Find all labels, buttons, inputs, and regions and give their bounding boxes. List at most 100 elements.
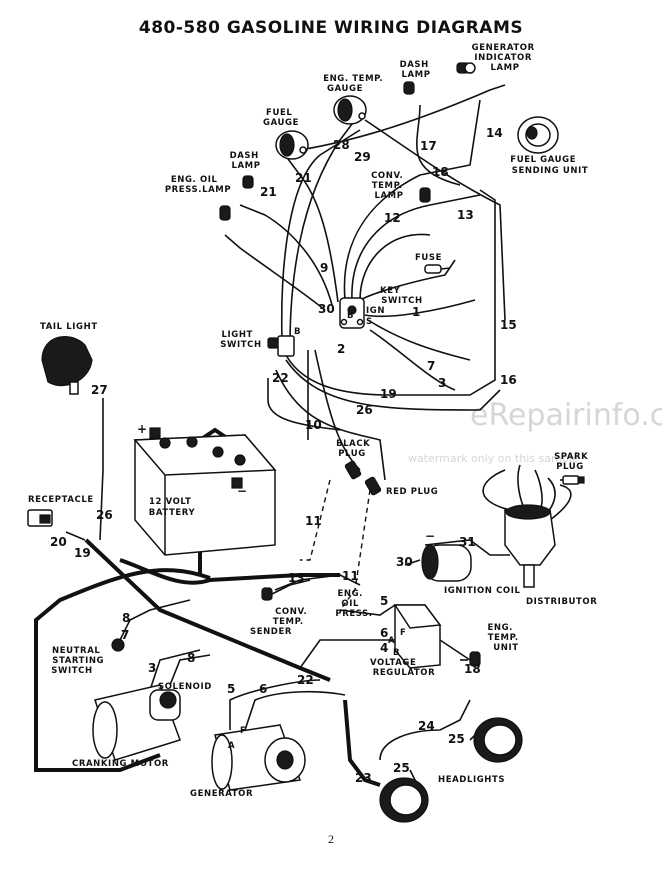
eng-temp-unit-label: ENG. TEMP. UNIT	[487, 623, 522, 653]
battery-icon	[133, 427, 277, 556]
wire-number: 23	[355, 771, 372, 785]
wire-number: 25	[393, 761, 410, 775]
cranking-motor-label: CRANKING MOTOR	[72, 759, 169, 769]
wire-number: 22	[297, 673, 314, 687]
red-plug-icon	[364, 476, 382, 496]
battery-positive-sign: +	[137, 422, 147, 436]
wire-number: 4	[380, 641, 388, 655]
wire-number: 19	[74, 546, 91, 560]
coil-negative-sign: −	[425, 529, 435, 543]
eng-temp-unit-icon	[469, 651, 481, 667]
headlight-right-icon	[473, 717, 523, 763]
dash-lamp-left-label: DASH LAMP	[230, 151, 263, 171]
distributor-label: DISTRIBUTOR	[526, 597, 597, 607]
wire-number: 10	[305, 418, 322, 432]
spark-plug-label: SPARK PLUG	[554, 452, 592, 472]
wire-number: 22	[272, 371, 289, 385]
black-plug-label: BLACK PLUG	[336, 439, 374, 459]
generator-indicator-lamp-icon	[456, 62, 476, 74]
fuel-gauge-icon	[275, 130, 309, 160]
wire-number: 12	[384, 211, 401, 225]
wire-number: 21	[295, 171, 312, 185]
conv-temp-lamp-icon	[419, 187, 431, 203]
terminal-letters: B S B F A B A F + − −	[137, 311, 435, 751]
wire-number: 9	[320, 261, 328, 275]
headlight-left-icon	[379, 777, 429, 823]
wire-number: 5	[380, 594, 388, 608]
fuse-label: FUSE	[415, 253, 442, 263]
wire-number: 28	[333, 138, 350, 152]
wire-number: 6	[380, 626, 388, 640]
fuse-icon	[424, 264, 451, 274]
light-switch-icon	[267, 335, 295, 357]
watermark-text: eRepairinfo.com	[470, 398, 662, 433]
wire-number: 11	[305, 514, 322, 528]
cranking-motor-icon	[92, 684, 181, 761]
wire-number: 6	[259, 682, 267, 696]
wire-number: 15	[500, 318, 517, 332]
wire-number: 7	[427, 359, 435, 373]
voltage-regulator-icon	[393, 604, 442, 669]
wire-number: 27	[91, 383, 108, 397]
wire-number: 8	[122, 611, 130, 625]
light-switch-label: LIGHT SWITCH	[220, 330, 261, 350]
eng-oil-press-lamp-label: ENG. OIL PRESS.LAMP	[165, 175, 231, 195]
eng-oil-press-lamp-icon	[219, 205, 231, 221]
key-switch-icon	[339, 297, 365, 329]
voltage-regulator-label: VOLTAGE REGULATOR	[370, 658, 435, 678]
terminal-gen-f: F	[240, 726, 246, 736]
generator-label: GENERATOR	[190, 789, 253, 799]
component-labels: GENERATOR INDICATOR LAMP DASH LAMP ENG. …	[28, 43, 597, 799]
neutral-starting-switch-label: NEUTRAL STARTING SWITCH	[51, 646, 107, 676]
terminal-reg-b: B	[393, 648, 400, 658]
solenoid-label: SOLENOID	[158, 682, 212, 692]
wire-number: 1	[412, 305, 420, 319]
wire-number: 3	[438, 376, 446, 390]
wire-numbers: 1 2 3 3 4 5 5 6 6 7 7 8 8 9 10 11 11 12 …	[50, 126, 517, 785]
wire-number: 26	[356, 403, 373, 417]
receptacle-icon	[27, 509, 53, 527]
wire-number: 16	[500, 373, 517, 387]
wire-number: 7	[121, 628, 129, 642]
eng-temp-gauge-label: ENG. TEMP. GAUGE	[323, 74, 387, 94]
page-number: 2	[328, 832, 334, 846]
wire-number: 13	[457, 208, 474, 222]
receptacle-label: RECEPTACLE	[28, 495, 94, 505]
conv-temp-sender-label: CONV. TEMP. SENDER	[250, 607, 311, 637]
eng-oil-press-label: ENG. OIL PRESS.	[335, 589, 372, 619]
wire-number: 3	[148, 661, 156, 675]
eng-temp-gauge-icon	[333, 95, 367, 125]
terminal-key-b: B	[347, 311, 354, 321]
fuel-gauge-sending-unit-icon	[517, 116, 559, 154]
wire-number: 19	[380, 387, 397, 401]
wire-number: 18	[464, 662, 481, 676]
terminal-reg-f: F	[400, 628, 406, 638]
page-title: 480-580 GASOLINE WIRING DIAGRAMS	[138, 18, 524, 38]
battery-label: 12 VOLT BATTERY	[149, 497, 196, 518]
wire-number: 5	[227, 682, 235, 696]
ignition-coil-icon	[421, 544, 472, 582]
fuel-gauge-label: FUEL GAUGE	[263, 108, 299, 128]
generator-indicator-lamp-label: GENERATOR INDICATOR LAMP	[472, 43, 539, 73]
battery-negative-sign: −	[237, 484, 247, 498]
distributor-icon	[504, 504, 556, 588]
wire-number: 17	[420, 139, 437, 153]
red-plug-label: RED PLUG	[386, 487, 438, 497]
wire-number: 14	[486, 126, 503, 140]
spark-plug-icon	[562, 475, 585, 485]
wire-number: 30	[396, 555, 413, 569]
ignition-coil-label: IGNITION COIL	[444, 586, 521, 596]
fuel-gauge-sending-unit-label: FUEL GAUGE SENDING UNIT	[510, 155, 588, 176]
wire-number: 26	[96, 508, 113, 522]
key-switch-label: KEY SWITCH	[380, 286, 423, 306]
wire-number: 11	[342, 569, 359, 583]
terminal-gen-a: A	[228, 741, 235, 751]
wire-number: 13	[288, 571, 305, 585]
terminal-light-b: B	[294, 327, 301, 337]
tail-light-icon	[41, 336, 93, 395]
conv-temp-lamp-label: CONV. TEMP. LAMP	[371, 171, 407, 201]
dash-lamp-top-icon	[403, 81, 415, 95]
watermark-subtext: watermark only on this sample	[408, 452, 579, 465]
headlights-label: HEADLIGHTS	[438, 775, 505, 785]
